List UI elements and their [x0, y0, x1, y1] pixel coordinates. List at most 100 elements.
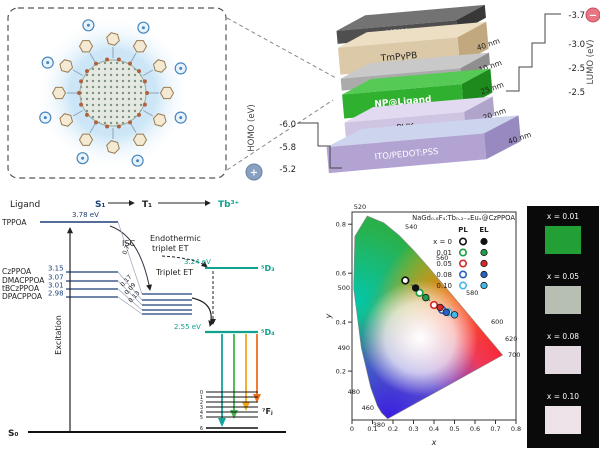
legend-header-pl: PL — [458, 226, 468, 234]
legend-row-label-0: x = 0 — [433, 238, 452, 246]
cie-point-el — [450, 311, 459, 319]
tppoa-label: TPPOA — [1, 218, 27, 227]
device-layer-ito: ITO/PEDOT:PSS 40 nm — [326, 115, 532, 174]
homo-staircase — [298, 122, 342, 169]
cathode-minus-icon — [585, 7, 600, 23]
lumo-value-3: -2.5 — [568, 64, 585, 74]
isc-label: ISC — [122, 239, 135, 248]
wavelength-560: 560 — [436, 254, 448, 262]
cie-point-pl — [401, 276, 410, 285]
wavelength-580: 580 — [466, 289, 478, 297]
cie-y-axis-label: y — [324, 313, 333, 319]
column-ligand: Ligand — [10, 200, 40, 210]
y-tick-0: 0.2 — [336, 367, 346, 375]
legend-pl-marker-2 — [458, 259, 467, 268]
x-tick-8: 0.8 — [511, 425, 521, 433]
device-photo-strip: x = 0.01 x = 0.05 x = 0.08 x = 0.10 — [527, 206, 599, 448]
fj-level-5: 5 — [200, 415, 203, 421]
lumo-annotation: − LUMO (eV) -3.7 -3.0 -2.5 -2.5 — [506, 7, 600, 98]
ligand-end-group-badges — [39, 19, 187, 167]
legend-el-marker-1 — [480, 248, 488, 257]
zoom-connector-bottom — [226, 99, 334, 171]
dmacppoa-label: DMACPPOA — [2, 276, 45, 285]
fj-label: ⁷Fⱼ — [262, 407, 273, 416]
lumo-value-4: -2.5 — [568, 88, 585, 98]
s1-t1-connectors — [117, 221, 143, 315]
cie-point-el — [442, 308, 450, 316]
czppoa-label: CzPPOA — [2, 267, 32, 276]
legend-header-el: EL — [479, 226, 489, 234]
fj-level-4: 4 — [200, 410, 203, 416]
legend-row-label-2: 0.05 — [436, 260, 452, 268]
x-tick-6: 0.6 — [470, 425, 480, 433]
energy-level-diagram: Ligand S₁ T₁ Tb³⁺ TPPOA 3.78 eV ISC Endo… — [1, 199, 286, 439]
legend-pl-marker-4 — [458, 281, 467, 290]
fj-levels — [206, 391, 258, 429]
excitation-label: Excitation — [54, 315, 63, 355]
tbczppoa-label: tBCzPPOA — [2, 284, 40, 293]
triplet-et-label: Triplet ET — [155, 268, 193, 277]
cie-legend-title: NaGd₀.₈F₄:Tb₀.₂₋ₓEuₓ@CzPPOA — [412, 214, 515, 222]
lumo-value-2: -3.0 — [568, 40, 585, 50]
lumo-staircase — [506, 13, 561, 92]
legend-pl-marker-1 — [458, 248, 467, 257]
homo-axis-label: HOMO (eV) — [247, 104, 257, 152]
d3-label: ⁵D₃ — [261, 264, 275, 273]
fj-level-1: 1 — [200, 395, 203, 401]
lumo-axis-label: LUMO (eV) — [586, 40, 596, 85]
wavelength-500: 500 — [338, 284, 350, 292]
fj-level-2: 2 — [200, 400, 203, 406]
wavelength-490: 490 — [338, 344, 350, 352]
cie-point-el — [422, 293, 430, 302]
d4-value: 2.55 eV — [174, 323, 201, 331]
x-tick-5: 0.5 — [449, 425, 459, 433]
zoom-connector-top — [226, 17, 337, 79]
isc-arrow — [109, 225, 153, 291]
wavelength-480: 480 — [348, 388, 360, 396]
homo-value-2: -5.8 — [279, 143, 296, 153]
spectral-locus-outline — [353, 215, 504, 420]
dpacppoa-label: DPACPPOA — [2, 292, 43, 301]
d4-label: ⁵D₄ — [261, 328, 275, 337]
photo-label-1: x = 0.05 — [547, 272, 579, 281]
homo-value-1: -6.0 — [279, 120, 296, 130]
czppoa-value: 3.15 — [48, 265, 64, 273]
photo-device-0 — [545, 226, 581, 254]
endothermic-label-2: triplet ET — [152, 244, 189, 253]
x-tick-1: 0.1 — [367, 425, 377, 433]
minus-symbol: − — [589, 11, 597, 22]
tbczppoa-value: 3.01 — [48, 282, 64, 290]
x-tick-7: 0.7 — [490, 425, 500, 433]
homo-annotation: HOMO (eV) + -6.0 -5.8 -5.2 — [245, 104, 342, 181]
dpacppoa-value: 2.98 — [48, 290, 64, 298]
nanoparticle-surface-dots — [77, 57, 149, 129]
wavelength-700: 700 — [508, 351, 520, 359]
legend-row-label-4: 0.10 — [436, 282, 452, 290]
photo-device-2 — [545, 346, 581, 374]
photo-label-0: x = 0.01 — [547, 212, 579, 221]
cie-point-pl — [415, 288, 424, 297]
x-tick-0: 0 — [350, 425, 354, 433]
legend-row-label-1: 0.01 — [436, 249, 452, 257]
legend-row-label-3: 0.08 — [436, 271, 452, 279]
fj-level-3: 3 — [200, 405, 203, 411]
lumo-value-1: -3.7 — [568, 11, 585, 21]
gap-value-1: 0.71 — [121, 241, 133, 256]
column-tb: Tb³⁺ — [218, 200, 240, 210]
legend-pl-marker-3 — [458, 270, 467, 279]
homo-value-3: -5.2 — [279, 165, 296, 175]
photo-label-2: x = 0.08 — [547, 332, 579, 341]
plus-symbol: + — [250, 168, 258, 179]
ligand-spokes — [67, 47, 159, 139]
device-stack: LiF/Al TmPyPB 40 nm DPEPO 10 nm NP@Ligan… — [326, 4, 532, 174]
endothermic-label-1: Endothermic — [150, 234, 201, 243]
cie-point-el — [411, 284, 420, 292]
cie-legend: NaGd₀.₈F₄:Tb₀.₂₋ₓEuₓ@CzPPOA PL EL x = 0 … — [412, 214, 515, 290]
d3-value: 3.24 eV — [184, 258, 211, 266]
x-tick-2: 0.2 — [388, 425, 398, 433]
cie-data-points — [401, 276, 459, 319]
dmacppoa-value: 3.07 — [48, 274, 64, 282]
endothermic-et-arrow — [161, 255, 208, 268]
